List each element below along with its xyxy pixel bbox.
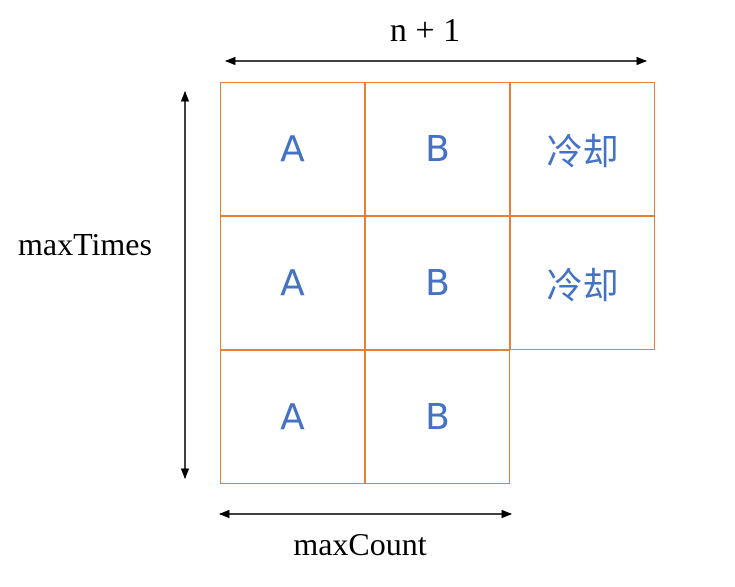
grid-cell-r3-c1: A [220,350,365,484]
top-dimension-label: n + 1 [389,12,461,49]
grid-cell-r3-c2: B [365,350,510,484]
grid-cell-r1-c3: 冷却 [510,82,655,216]
grid-cell-r1-c2: B [365,82,510,216]
bottom-dimension-label: maxCount [293,526,427,562]
grid-cell-r2-c2: B [365,216,510,350]
grid-cell-r2-c3: 冷却 [510,216,655,350]
grid-cell-r1-c1: A [220,82,365,216]
grid-cell-r2-c1: A [220,216,365,350]
left-dimension-label: maxTimes [18,226,152,262]
